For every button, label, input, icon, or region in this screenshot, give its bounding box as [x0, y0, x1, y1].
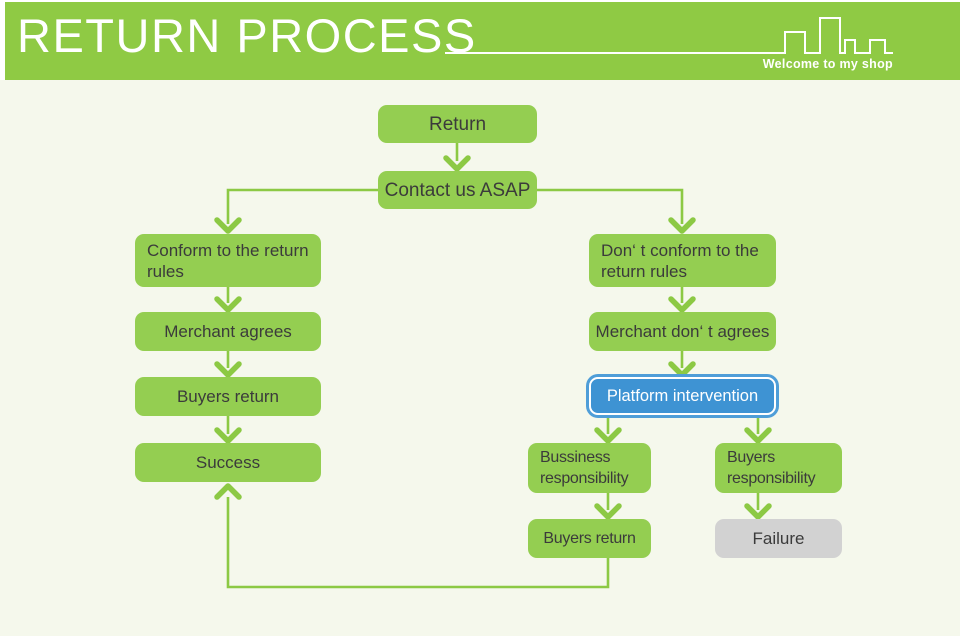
flow-node-bussiness-responsibility: Bussiness responsibility: [528, 443, 651, 493]
node-label: Buyers responsibility: [727, 449, 816, 487]
flow-node-failure: Failure: [715, 519, 842, 558]
node-label: Success: [195, 453, 261, 472]
node-label: Failure: [752, 529, 805, 548]
flowchart-canvas: Return Contact us ASAP Conform to the re…: [0, 80, 960, 636]
node-label: Contact us ASAP: [384, 179, 531, 201]
node-label: Bussiness responsibility: [540, 449, 629, 487]
flow-node-platform-intervention: Platform intervention: [589, 377, 776, 415]
node-label: Return: [428, 113, 487, 135]
flow-node-buyers-return-right: Buyers return: [528, 519, 651, 558]
flow-node-success: Success: [135, 443, 321, 482]
flow-node-merchant-dont-agrees: Merchant don‘ t agrees: [589, 312, 776, 351]
flow-node-buyers-responsibility: Buyers responsibility: [715, 443, 842, 493]
header-tagline: Welcome to my shop: [762, 57, 893, 71]
flow-node-merchant-agrees: Merchant agrees: [135, 312, 321, 351]
flow-node-buyers-return-left: Buyers return: [135, 377, 321, 416]
flow-node-dont-conform-rules: Don‘ t conform to the return rules: [589, 234, 776, 287]
node-label: Buyers return: [176, 387, 280, 406]
flow-node-contact-us-asap: Contact us ASAP: [378, 171, 537, 209]
node-label: Merchant don‘ t agrees: [595, 322, 770, 341]
flow-node-conform-rules: Conform to the return rules: [135, 234, 321, 287]
flow-connectors: [214, 143, 772, 589]
page-title: RETURN PROCESS: [17, 9, 477, 62]
node-label: Platform intervention: [606, 386, 759, 405]
flow-node-return: Return: [378, 105, 537, 143]
node-label: Conform to the return rules: [147, 240, 309, 281]
node-label: Buyers return: [543, 530, 636, 547]
node-label: Don‘ t conform to the return rules: [601, 240, 759, 281]
node-label: Merchant agrees: [164, 322, 292, 341]
